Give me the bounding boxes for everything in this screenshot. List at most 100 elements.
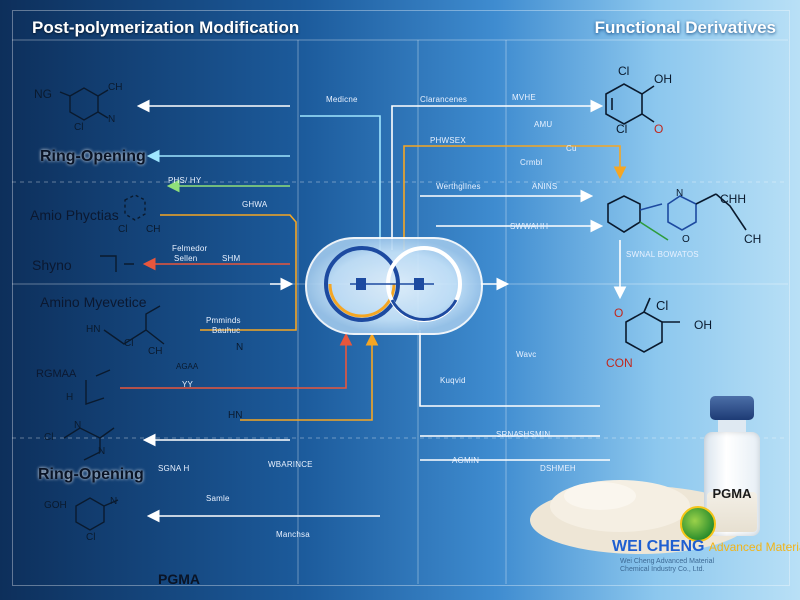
chem-r-cl-1: Cl	[618, 64, 630, 78]
tiny-label-19: Wavc	[516, 350, 537, 359]
left-flow-arrows	[120, 99, 380, 523]
tiny-label-23: SRNA	[496, 430, 520, 439]
tiny-label-13: SWWAHH	[510, 222, 549, 231]
chem-ng: NG	[34, 87, 52, 101]
title-post-polymerization: Post-polymerization Modification	[32, 18, 300, 37]
tiny-label-8: PHS/ HY	[168, 176, 202, 185]
chem-cl-1: Cl	[74, 122, 84, 133]
chem-h-1: H	[66, 392, 74, 403]
molecule-ring-1	[69, 87, 99, 121]
chem-n-4: N	[98, 446, 106, 457]
tiny-label-28: Samle	[206, 494, 230, 503]
tiny-label-17: Pmminds	[206, 316, 241, 325]
label-rgmaa: RGMAA	[36, 368, 77, 380]
arrow-orange-loop-2	[240, 332, 379, 421]
chem-r-o-1: O	[654, 122, 664, 136]
right-molecules	[605, 83, 747, 353]
chem-r-o-2: O	[682, 234, 690, 245]
tiny-label-1: Medicne	[326, 95, 358, 104]
vial-cap	[710, 396, 754, 420]
tiny-label-18: Bauhuc	[212, 326, 241, 335]
molecule-right-3	[625, 311, 663, 353]
molecule-4	[103, 305, 165, 345]
chem-r-con: CON	[606, 356, 633, 370]
arrow-orange-right	[403, 145, 627, 250]
chem-r-cl-3: Cl	[656, 298, 669, 313]
tiny-label-10: ANINS	[532, 182, 558, 191]
chem-ch-1: CH	[108, 82, 123, 93]
brand-main: WEI CHENG	[612, 538, 705, 555]
chem-hn-2: HN	[228, 410, 243, 421]
label-amio-phyctias: Amio Phyctias	[30, 207, 119, 223]
vial-neck	[718, 420, 746, 432]
tiny-label-24: AGMIN	[452, 456, 480, 465]
tiny-label-14: SHM	[222, 254, 241, 263]
brand-name: WEI CHENG Advanced Material	[612, 538, 800, 556]
brand-small-2: Chemical Industry Co., Ltd.	[620, 566, 705, 573]
diagram-frame	[12, 10, 790, 586]
tiny-label-16: SWNAL BOWATOS	[626, 250, 699, 259]
tiny-label-9: WerthglInes	[436, 182, 481, 191]
molecule-3	[100, 255, 134, 272]
label-pgma-bottom: PGMA	[158, 571, 200, 587]
tiny-label-3: MVHE	[512, 93, 536, 102]
chem-r-oh-2: OH	[694, 318, 712, 332]
tiny-label-20: YY	[182, 380, 194, 389]
right-flow-arrows	[270, 99, 627, 461]
tiny-label-22: SHSMIN	[518, 430, 551, 439]
label-ring-opening-2: Ring-Opening	[38, 466, 144, 483]
molecule-6	[63, 427, 115, 461]
arrow-orange-loop-1	[160, 214, 297, 331]
brand-logo: WEI CHENG Advanced Material Wei Cheng Ad…	[612, 504, 800, 574]
label-amino-myevetice: Amino Myevetice	[40, 294, 147, 310]
chem-n-1: N	[108, 114, 116, 125]
chem-cl-2: Cl	[118, 224, 128, 235]
chem-agaa: AGAA	[176, 362, 199, 371]
chem-n-3: N	[74, 420, 82, 431]
molecule-5	[85, 369, 111, 405]
brand-sub: Advanced Material	[708, 540, 800, 554]
chem-cl-3: Cl	[124, 338, 134, 349]
tiny-label-27: WBARINCE	[268, 460, 313, 469]
tiny-label-7: Cu	[566, 144, 577, 153]
chem-cl-4: Cl	[44, 432, 54, 443]
tiny-label-26: DSHMEH	[540, 464, 576, 473]
chem-n-5: N	[110, 496, 118, 507]
tiny-label-6: Crmbl	[520, 158, 543, 167]
tiny-label-25: SGNA H	[158, 464, 190, 473]
molecule-2	[124, 194, 146, 221]
chem-r-cl-2: Cl	[616, 122, 628, 136]
tiny-label-11: GHWA	[242, 200, 268, 209]
arrow-red-loop	[120, 332, 353, 389]
vial-label: PGMA	[712, 486, 752, 501]
molecule-ring-7	[75, 497, 105, 531]
label-ring-opening-1: Ring-Opening	[40, 148, 146, 165]
tiny-label-5: PHWSEX	[430, 136, 466, 145]
chem-r-ch-1: CHH	[720, 192, 746, 206]
left-molecules	[59, 87, 165, 531]
chem-cl-5: Cl	[86, 532, 96, 543]
tiny-label-12: Felmedor	[172, 244, 208, 253]
chem-r-ch-2: CH	[744, 232, 762, 246]
chem-ch-2: CH	[146, 224, 161, 235]
chem-r-o-3: O	[614, 306, 624, 320]
molecule-right-2	[607, 195, 641, 233]
flask-emblem-icon	[680, 506, 716, 542]
arrow-right-5	[419, 330, 600, 407]
tiny-label-4: AMU	[534, 120, 553, 129]
chem-n-2: N	[236, 342, 244, 353]
tiny-label-15: Sellen	[174, 254, 198, 263]
chem-goh: GOH	[44, 500, 67, 511]
chem-ch-3: CH	[148, 346, 163, 357]
title-functional-derivatives: Functional Derivatives	[594, 18, 776, 37]
chem-hn-1: HN	[86, 324, 101, 335]
brand-small-1: Wei Cheng Advanced Material	[620, 558, 715, 565]
tiny-label-21: Kuqvid	[440, 376, 466, 385]
arrow-top-cyan	[300, 115, 381, 250]
chem-r-oh-1: OH	[654, 72, 672, 86]
chem-r-n-1: N	[676, 188, 684, 199]
central-core	[305, 237, 483, 335]
arrow-top-white	[391, 99, 604, 250]
